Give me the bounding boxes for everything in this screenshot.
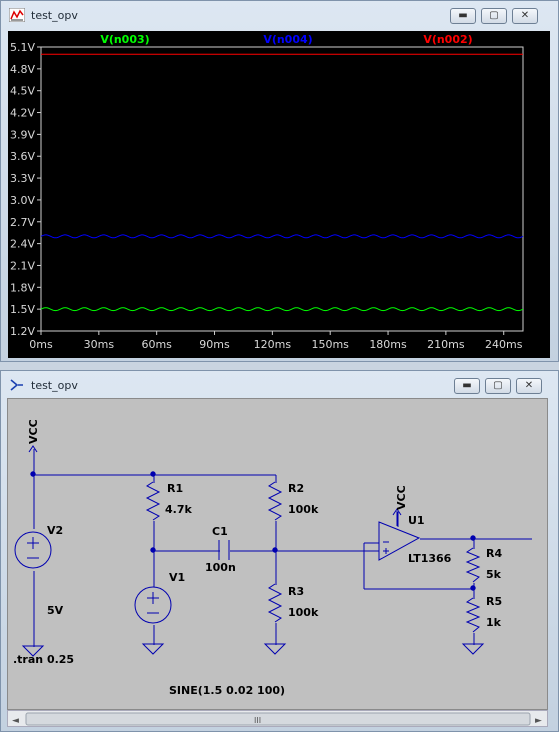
r1-name: R1 <box>167 482 183 495</box>
tran-directive: .tran 0.25 <box>13 653 74 666</box>
horizontal-scrollbar[interactable]: ◄ III ► <box>7 710 548 727</box>
r2-name: R2 <box>288 482 304 495</box>
r2-value: 100k <box>288 503 319 516</box>
r1-symbol <box>145 481 161 521</box>
x-tick-label: 30ms <box>84 338 115 351</box>
maximize-button[interactable]: ▢ <box>481 8 507 24</box>
junction-dot <box>150 471 156 477</box>
r3-symbol <box>267 583 283 623</box>
r4-name: R4 <box>486 547 502 560</box>
y-tick-label: 1.8V <box>10 281 35 294</box>
trace-Vn003 <box>40 307 524 312</box>
y-tick-label: 2.1V <box>10 259 35 272</box>
v1-name: V1 <box>169 571 185 584</box>
vcc-label-left: VCC <box>27 419 40 444</box>
x-tick-label: 120ms <box>254 338 292 351</box>
plot-frame <box>40 46 524 332</box>
legend-Vn004: V(n004) <box>263 33 312 46</box>
r5-value: 1k <box>486 616 502 629</box>
schematic-titlebar[interactable]: test_opv ▬ ▢ ✕ <box>1 371 558 401</box>
close-button[interactable]: ✕ <box>516 378 542 394</box>
u1-name: U1 <box>408 514 425 527</box>
y-tick-label: 5.1V <box>10 41 35 54</box>
scroll-right-arrow[interactable]: ► <box>535 716 542 726</box>
y-tick-label: 4.8V <box>10 63 35 76</box>
close-button[interactable]: ✕ <box>512 8 538 24</box>
waveform-titlebar[interactable]: test_opv ▬ ▢ ✕ <box>1 1 558 31</box>
y-tick-label: 3.3V <box>10 172 35 185</box>
scrollbar-thumb[interactable] <box>25 712 531 726</box>
legend-Vn002: V(n002) <box>423 33 472 46</box>
y-tick-label: 3.0V <box>10 194 35 207</box>
y-tick-label: 3.9V <box>10 128 35 141</box>
x-tick-label: 150ms <box>311 338 349 351</box>
r4-symbol <box>465 547 481 583</box>
v2-polarity-marks <box>27 537 39 559</box>
ground-r3 <box>263 643 287 655</box>
y-tick-label: 2.4V <box>10 238 35 251</box>
x-tick-label: 90ms <box>199 338 230 351</box>
junction-dot <box>150 547 156 553</box>
y-tick-label: 3.6V <box>10 150 35 163</box>
minimize-button[interactable]: ▬ <box>454 378 480 394</box>
c1-name: C1 <box>212 525 228 538</box>
x-tick-label: 210ms <box>427 338 465 351</box>
minimize-button[interactable]: ▬ <box>450 8 476 24</box>
x-tick-label: 240ms <box>485 338 523 351</box>
junction-dot <box>470 535 476 541</box>
waveform-chart[interactable]: 1.2V 1.5V 1.8V 2.1V 2.4V 2.7V 3.0V 3.3V 3.6V 3.9V… <box>8 31 550 358</box>
waveform-app-icon <box>9 8 25 22</box>
trace-Vn004 <box>40 234 524 239</box>
legend-Vn003: V(n003) <box>100 33 149 46</box>
schematic-window-title: test_opv <box>31 379 78 392</box>
v1-polarity-marks <box>147 592 159 614</box>
r3-value: 100k <box>288 606 319 619</box>
scrollbar-thumb-grip: III <box>254 716 261 725</box>
y-tick-label: 1.2V <box>10 325 35 338</box>
ground-v2 <box>21 645 45 657</box>
v1-sine-value: SINE(1.5 0.02 100) <box>169 684 285 697</box>
y-tick-label: 4.2V <box>10 107 35 120</box>
waveform-window: test_opv ▬ ▢ ✕ 1.2V 1.5V 1.8V 2.1V 2.4V 2.7V 3… <box>0 0 559 362</box>
v2-source-symbol <box>14 531 52 569</box>
r5-symbol <box>465 597 481 633</box>
r3-name: R3 <box>288 585 304 598</box>
waveform-plot-area[interactable]: 1.2V 1.5V 1.8V 2.1V 2.4V 2.7V 3.0V 3.3V 3.6V 3.9V… <box>8 31 550 358</box>
u1-value: LT1366 <box>408 552 452 565</box>
v1-source-symbol <box>134 586 172 624</box>
y-tick-label: 2.7V <box>10 216 35 229</box>
v2-value: 5V <box>47 604 64 617</box>
vcc-label-opamp: VCC <box>395 485 408 510</box>
v2-name: V2 <box>47 524 63 537</box>
u1-input-signs <box>383 541 389 554</box>
ground-v1 <box>141 643 165 655</box>
schematic-symbols: VCC VCC V2 5V V1 R1 4.7k R2 100k C1 100n… <box>13 419 502 697</box>
x-tick-label: 0ms <box>29 338 53 351</box>
junction-dot <box>470 585 476 591</box>
r2-symbol <box>267 481 283 521</box>
maximize-button[interactable]: ▢ <box>485 378 511 394</box>
c1-value: 100n <box>205 561 236 574</box>
waveform-window-title: test_opv <box>31 9 78 22</box>
schematic-canvas[interactable] <box>7 398 548 710</box>
y-tick-label: 1.5V <box>10 303 35 316</box>
vcc-flag-left <box>28 445 38 453</box>
r5-name: R5 <box>486 595 502 608</box>
scroll-left-arrow[interactable]: ◄ <box>12 716 19 726</box>
junction-dot <box>30 471 36 477</box>
y-tick-label: 4.5V <box>10 85 35 98</box>
schematic-app-icon <box>10 379 23 391</box>
x-tick-label: 60ms <box>141 338 172 351</box>
ground-r5 <box>461 643 485 655</box>
scrollbar-graphic: ◄ III ► <box>12 712 542 726</box>
vcc-flag-opamp <box>392 508 402 516</box>
x-tick-label: 180ms <box>369 338 407 351</box>
r4-value: 5k <box>486 568 502 581</box>
r1-value: 4.7k <box>165 503 192 516</box>
junction-dot <box>272 547 278 553</box>
